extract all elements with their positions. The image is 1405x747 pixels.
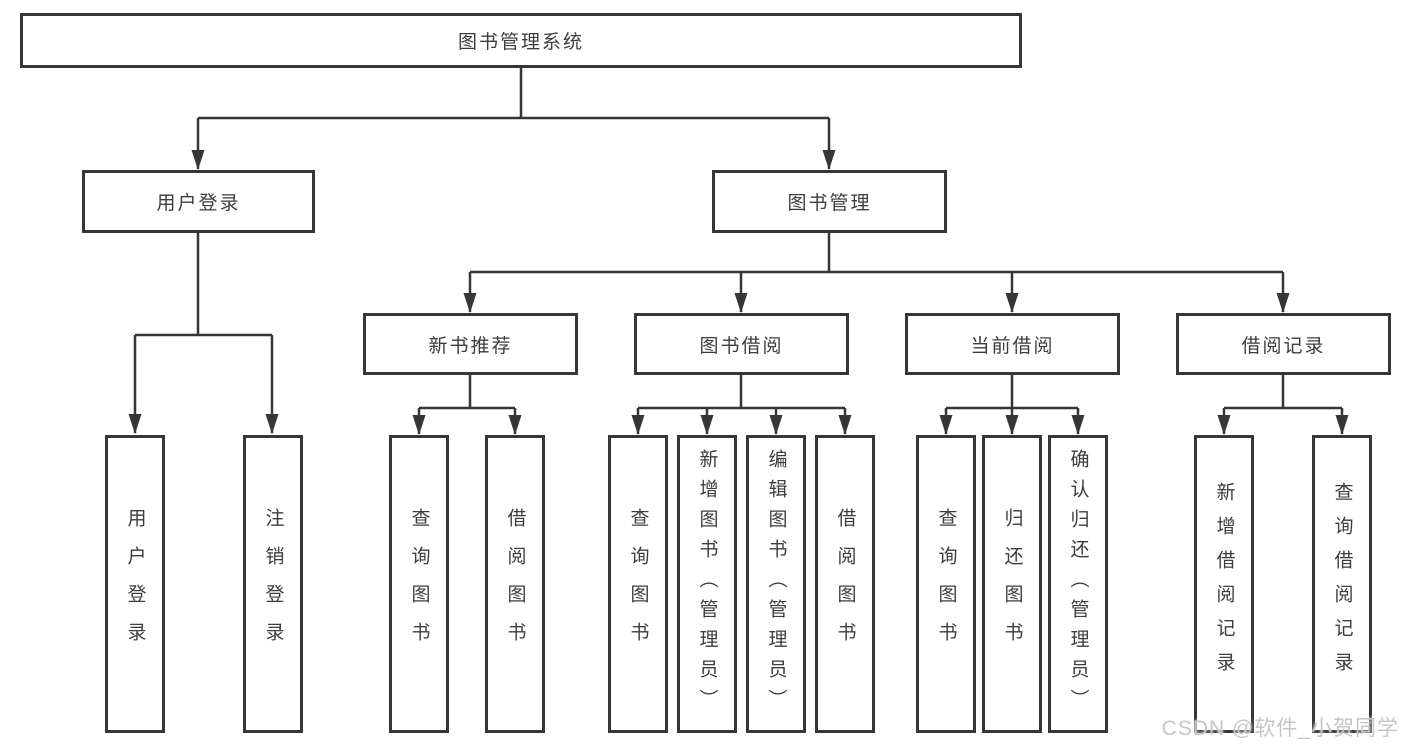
branch-current-borrow: [946, 375, 1078, 410]
leaf-label: 确认归还（管理员）: [1067, 449, 1089, 719]
leaf-label: 查询借阅记录: [1331, 482, 1353, 686]
leaf-label: 查询图书: [408, 508, 430, 660]
node-label: 当前借阅: [970, 335, 1055, 357]
branch-user-login: [135, 233, 272, 337]
leaf-label: 归还图书: [1001, 508, 1023, 660]
node-label: 图书管理: [787, 193, 872, 214]
leaf-label: 借阅图书: [834, 508, 856, 660]
leaf-borrow-books: 借阅图书: [815, 435, 875, 733]
leaf-label: 用户登录: [124, 508, 146, 660]
branch-book-borrow: [638, 375, 845, 410]
leaf-return-books: 归还图书: [982, 435, 1042, 733]
node-book-management: 图书管理: [712, 170, 947, 233]
node-new-book-recommend: 新书推荐: [363, 313, 578, 375]
node-book-borrowing: 图书借阅: [634, 313, 849, 375]
leaf-label: 新增图书（管理员）: [696, 449, 718, 719]
leaf-label: 注销登录: [262, 508, 284, 660]
node-label: 新书推荐: [428, 335, 513, 357]
node-label: 用户登录: [156, 193, 241, 214]
leaf-query-books: 查询图书: [389, 435, 449, 733]
leaf-add-borrow-record: 新增借阅记录: [1194, 435, 1254, 733]
leaf-label: 借阅图书: [504, 508, 526, 660]
leaf-edit-books-admin: 编辑图书（管理员）: [746, 435, 806, 733]
leaf-user-login: 用户登录: [105, 435, 165, 733]
node-label: 图书借阅: [699, 335, 784, 357]
leaf-label: 新增借阅记录: [1213, 482, 1235, 686]
branch-book-management: [470, 233, 1283, 274]
leaf-query-books: 查询图书: [608, 435, 668, 733]
node-user-login: 用户登录: [82, 170, 315, 233]
node-label: 图书管理系统: [457, 32, 584, 53]
csdn-watermark: CSDN @软件_小贺同学: [1161, 717, 1399, 740]
node-current-borrowing: 当前借阅: [905, 313, 1120, 375]
branch-new-book: [419, 375, 515, 410]
node-borrowing-record: 借阅记录: [1176, 313, 1391, 375]
branch-borrow-record: [1224, 375, 1342, 410]
node-label: 借阅记录: [1241, 335, 1326, 357]
leaf-label: 编辑图书（管理员）: [765, 449, 787, 719]
leaf-query-borrow-record: 查询借阅记录: [1312, 435, 1372, 733]
leaf-confirm-return-admin: 确认归还（管理员）: [1048, 435, 1108, 733]
leaf-logout: 注销登录: [243, 435, 303, 733]
leaf-label: 查询图书: [935, 508, 957, 660]
leaf-add-books-admin: 新增图书（管理员）: [677, 435, 737, 733]
branch-root: [198, 68, 829, 120]
leaf-borrow-books: 借阅图书: [485, 435, 545, 733]
leaf-label: 查询图书: [627, 508, 649, 660]
node-library-management-system: 图书管理系统: [20, 13, 1022, 68]
leaf-query-books: 查询图书: [916, 435, 976, 733]
